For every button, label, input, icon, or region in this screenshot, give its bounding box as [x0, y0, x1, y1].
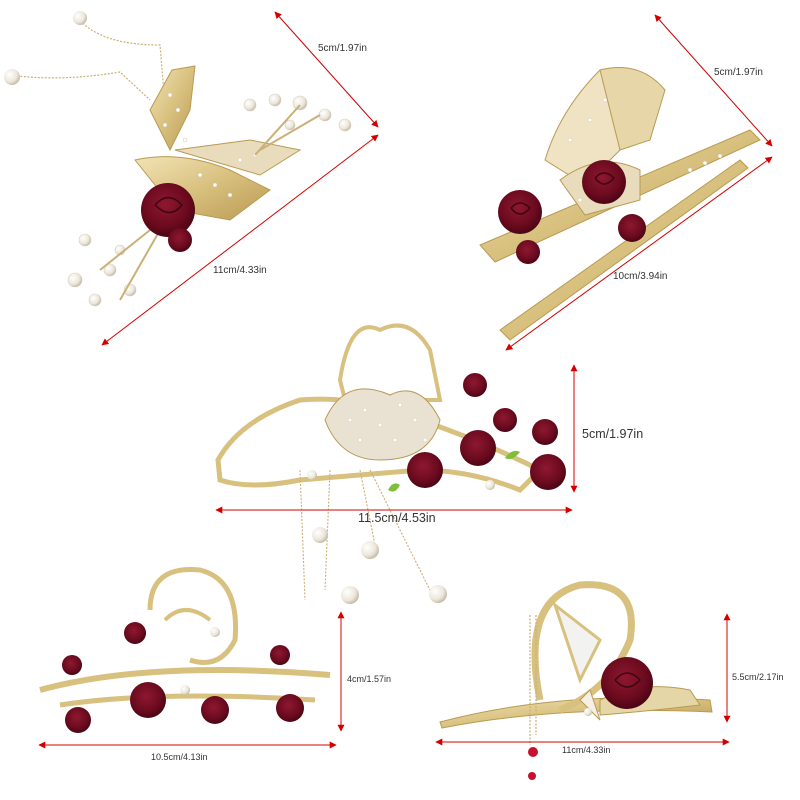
- product-5-length-label: 11cm/4.33in: [562, 745, 611, 755]
- product-5-illustration: [439, 581, 713, 780]
- product-3-illustration: [215, 323, 566, 604]
- product-2-height-label: 5cm/1.97in: [714, 67, 763, 78]
- product-3-height-label: 5cm/1.97in: [582, 427, 644, 441]
- product-2-length-label: 10cm/3.94in: [613, 271, 668, 282]
- product-1-height-label: 5cm/1.97in: [318, 43, 367, 54]
- product-4-length-label: 10.5cm/4.13in: [151, 752, 208, 762]
- product-3-length-label: 11.5cm/4.53in: [358, 511, 436, 525]
- product-4-illustration: [39, 567, 331, 733]
- product-2-illustration: [479, 67, 761, 341]
- product-4-height-label: 4cm/1.57in: [347, 674, 392, 684]
- product-1-illustration: [4, 11, 352, 307]
- product-5-height-label: 5.5cm/2.17in: [732, 672, 784, 682]
- product-1-length-label: 11cm/4.33in: [213, 265, 267, 276]
